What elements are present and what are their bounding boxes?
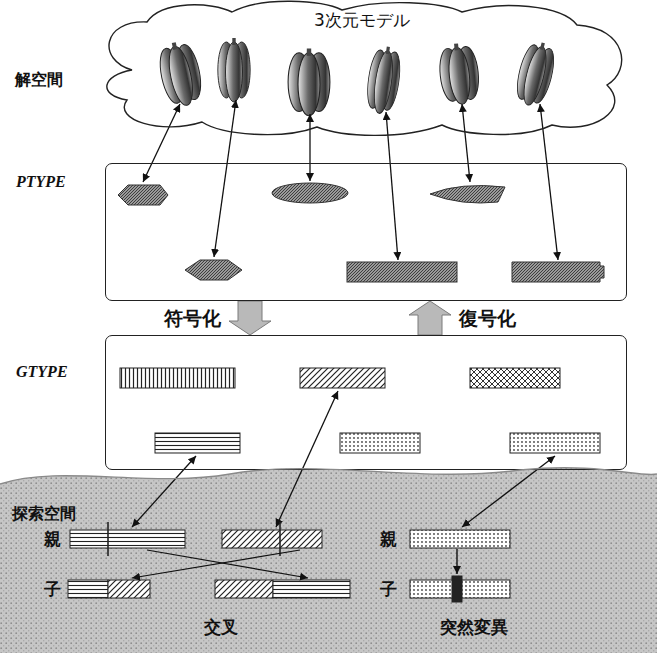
pepper-model bbox=[288, 49, 330, 116]
phenotype-shape bbox=[430, 186, 505, 203]
crossover-arrows bbox=[132, 550, 308, 578]
pepper-models bbox=[155, 38, 559, 116]
genotype-string bbox=[340, 433, 420, 453]
transform-arrow bbox=[229, 301, 271, 335]
pepper-model bbox=[437, 42, 481, 106]
phenotype-shape bbox=[272, 183, 348, 203]
phenotype-shape bbox=[118, 185, 168, 205]
gene-links bbox=[132, 391, 555, 527]
crossover-arrow bbox=[147, 550, 308, 578]
ptype-box: PTYPE bbox=[105, 163, 627, 301]
model-heading: 3次元モデル bbox=[314, 10, 410, 30]
mapping-arrow bbox=[143, 104, 180, 182]
child-string bbox=[215, 580, 273, 598]
genotype-string bbox=[120, 368, 235, 388]
mutation-arrow bbox=[456, 549, 457, 574]
string-label: 子 bbox=[44, 579, 61, 599]
genotype-string bbox=[155, 433, 240, 453]
search-space-region-outline bbox=[0, 462, 657, 653]
gtype-box: GTYPE bbox=[105, 335, 627, 470]
phenotype-shape bbox=[512, 262, 604, 282]
space-heading: 解空間 bbox=[15, 70, 63, 89]
space-heading: 探索空間 bbox=[12, 504, 76, 523]
pepper-model bbox=[218, 38, 250, 102]
child-string bbox=[273, 580, 350, 598]
genotype-string bbox=[300, 368, 385, 388]
pepper-model bbox=[364, 45, 403, 116]
gene-link bbox=[462, 456, 555, 527]
ptype-heading: PTYPE bbox=[16, 172, 66, 191]
parent-string bbox=[70, 530, 185, 548]
ptype-shapes bbox=[118, 183, 604, 282]
cut-point bbox=[107, 522, 109, 556]
solution-space-cloud: 解空間3次元モデル bbox=[92, 0, 632, 135]
parent-string bbox=[222, 530, 322, 548]
edge-label: 符号化 bbox=[161, 307, 224, 330]
pepper-model bbox=[155, 39, 205, 110]
gene-link bbox=[132, 456, 196, 527]
mapping-arrow bbox=[214, 100, 236, 257]
gene-link bbox=[276, 391, 338, 527]
gtype-heading: GTYPE bbox=[16, 362, 68, 381]
transform-arrow bbox=[409, 301, 451, 335]
child-string bbox=[108, 580, 150, 598]
mapping-arrow bbox=[462, 104, 470, 182]
mapping-arrow bbox=[540, 104, 558, 260]
search-space-region-border bbox=[0, 468, 657, 484]
mutation-mark bbox=[452, 576, 462, 602]
cut-point bbox=[279, 522, 281, 556]
phenotype-shape bbox=[347, 262, 457, 282]
genotype-string bbox=[510, 433, 600, 453]
mapping-arrow bbox=[309, 114, 310, 181]
string-label: 親 bbox=[380, 529, 397, 549]
string-label: 交叉 bbox=[204, 617, 238, 637]
string-label: 子 bbox=[380, 579, 397, 599]
string-label: 突然変異 bbox=[440, 617, 508, 637]
mutation-strings bbox=[410, 530, 510, 602]
child-string bbox=[68, 580, 108, 598]
string-label: 親 bbox=[44, 529, 61, 549]
solution-space-cloud-border bbox=[107, 1, 622, 135]
pepper-model bbox=[512, 39, 559, 109]
gtype-strings bbox=[120, 368, 600, 453]
genotype-string bbox=[470, 368, 560, 388]
phenotype-shape bbox=[185, 260, 242, 280]
parent-string bbox=[410, 530, 510, 548]
search-space-region: 探索空間 bbox=[0, 462, 657, 653]
crossover-arrow bbox=[132, 550, 300, 578]
search-space-ground bbox=[0, 468, 657, 653]
edge-label: 復号化 bbox=[456, 307, 519, 330]
crossover-strings bbox=[68, 522, 350, 598]
